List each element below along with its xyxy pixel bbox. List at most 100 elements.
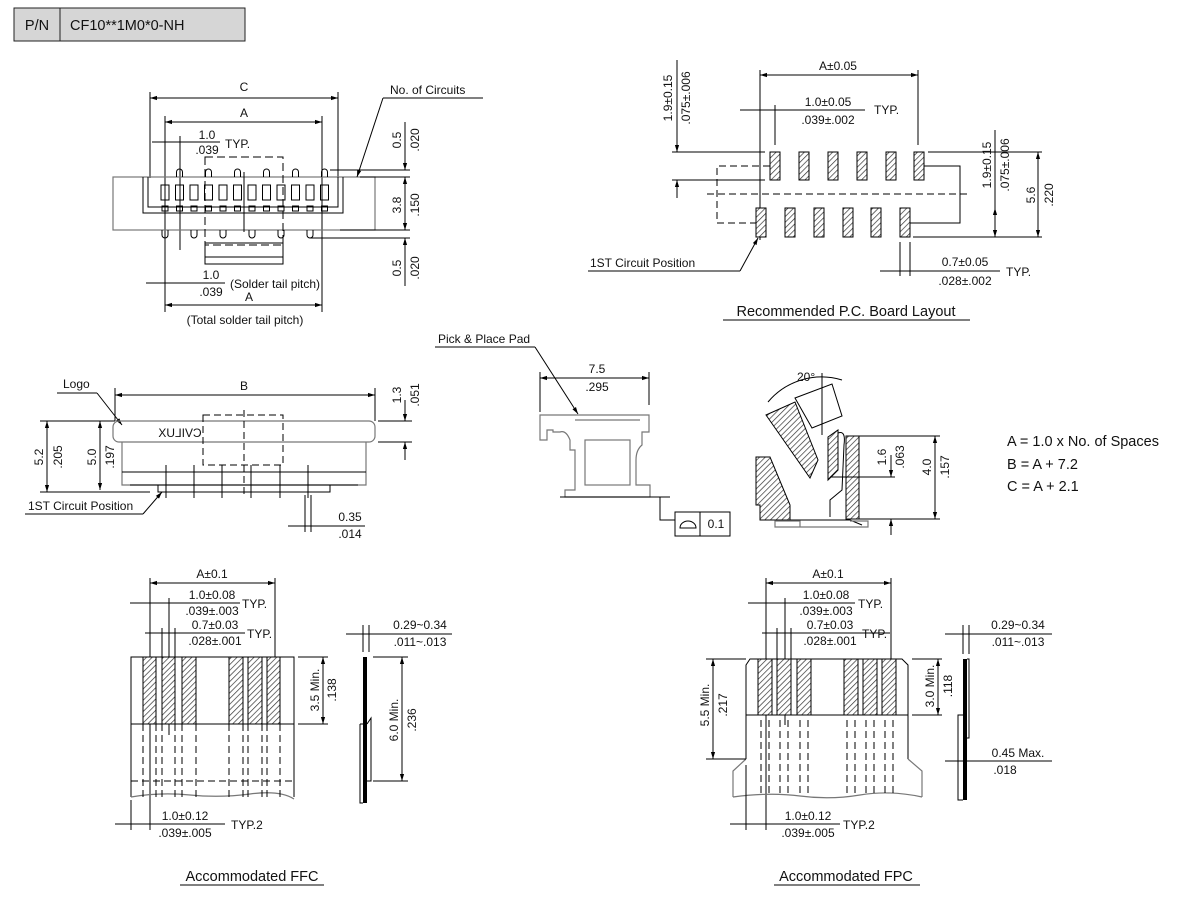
contact-pin <box>160 184 170 201</box>
fpc-max: 0.45 Max. <box>992 746 1045 760</box>
contact-pin <box>204 184 213 201</box>
dim-d3: 0.5 <box>390 259 404 276</box>
pcb-typ: TYP. <box>874 103 899 117</box>
formulas: A = 1.0 x No. of Spaces B = A + 7.2 C = … <box>1007 434 1159 495</box>
solder-tail <box>234 168 241 177</box>
ffc-dim-a: A±0.1 <box>196 567 228 581</box>
formula-c: C = A + 2.1 <box>1007 479 1079 495</box>
contact-tooth <box>161 205 169 212</box>
pn-label: P/N <box>25 18 49 34</box>
no-circuits-label: No. of Circuits <box>390 83 465 97</box>
dim-b: B <box>240 379 248 393</box>
dim-d2-inch: .150 <box>408 193 422 217</box>
solder-tail <box>190 230 198 239</box>
contact-tooth <box>234 205 241 212</box>
fpc-dim-a: A±0.1 <box>812 567 844 581</box>
pcb-first-circuit: 1ST Circuit Position <box>590 256 695 270</box>
dim-d1: 0.5 <box>390 131 404 148</box>
contact-pin <box>291 184 300 201</box>
pcb-pitch-inch: .039±.002 <box>801 113 855 127</box>
ffc-width: 0.7±0.03 <box>192 618 239 632</box>
solder-tail <box>161 230 169 239</box>
contact-tooth <box>176 205 183 212</box>
front-first-circuit: 1ST Circuit Position <box>28 499 133 513</box>
part-number-box: P/N CF10**1M0*0-NH <box>13 7 246 42</box>
pcb-right-h-inch: .075±.006 <box>998 138 1012 192</box>
pcb-total-h: 5.6 <box>1024 186 1038 203</box>
solder-tail <box>205 168 212 177</box>
pcb-left-h-inch: .075±.006 <box>679 71 693 125</box>
top-thickness: 1.3 <box>390 386 404 403</box>
pcb-pad-width-inch: .028±.002 <box>938 274 992 288</box>
fpc-width-inch: .028±.001 <box>803 634 857 648</box>
contact-pin <box>218 184 228 201</box>
fpc-typ3: TYP.2 <box>843 818 875 832</box>
ffc-len-inch: .138 <box>325 678 339 702</box>
fpc-thick-inch: .011~.013 <box>992 635 1045 649</box>
ffc-typ2: TYP. <box>247 627 272 641</box>
pin-width: 0.35 <box>338 510 362 524</box>
tail-pitch-inch: .039 <box>199 285 223 299</box>
pcb-layout: A±0.05 1.0±0.05 .039±.002 TYP. 1.9±0.15 … <box>588 59 1056 321</box>
contact-tooth <box>292 205 299 212</box>
pin-width-inch: .014 <box>338 527 362 541</box>
side-width-inch: .295 <box>585 380 609 394</box>
contact-pin <box>233 184 242 201</box>
section-h1-inch: .063 <box>893 445 907 469</box>
pitch-inch: .039 <box>195 143 219 157</box>
fpc-max-inch: .018 <box>993 763 1017 777</box>
formula-b: B = A + 7.2 <box>1007 457 1078 473</box>
formula-a: A = 1.0 x No. of Spaces <box>1007 434 1159 450</box>
fpc-len: 3.0 Min. <box>923 665 937 708</box>
ffc-typ3: TYP.2 <box>231 818 263 832</box>
contact-tooth <box>190 205 198 212</box>
height-h2: 5.0 <box>85 448 99 465</box>
tail-pitch-label: (Solder tail pitch) <box>230 277 320 291</box>
section-view: 20° 1.6 .063 4.0 .157 <box>755 370 952 535</box>
fpc-edge-inch: .039±.005 <box>781 826 835 840</box>
cvilux-logo: CVILUX <box>158 426 201 440</box>
tail-pitch: 1.0 <box>203 268 220 282</box>
pcb-dim-a: A±0.05 <box>819 59 857 73</box>
ffc-stiff-inch: .236 <box>405 708 419 732</box>
contact-pin <box>305 184 315 201</box>
fpc-pitch: 1.0±0.08 <box>803 588 850 602</box>
contact-pin <box>175 184 184 201</box>
solder-tail <box>263 168 270 177</box>
logo-label: Logo <box>63 377 90 391</box>
height-h2-inch: .197 <box>103 445 117 469</box>
height-h1-inch: .205 <box>51 445 65 469</box>
ffc-thick: 0.29~0.34 <box>393 618 447 632</box>
fpc-thick: 0.29~0.34 <box>991 618 1045 632</box>
fpc-pitch-inch: .039±.003 <box>799 604 853 618</box>
fpc-total: 5.5 Min. <box>698 684 712 727</box>
pcb-pad-width: 0.7±0.05 <box>942 255 989 269</box>
contact-tooth <box>248 205 256 212</box>
pcb-right-h: 1.9±0.15 <box>980 141 994 188</box>
solder-tail <box>248 230 256 239</box>
pcb-typ2: TYP. <box>1006 265 1031 279</box>
side-width: 7.5 <box>589 362 606 376</box>
top-view: C A 1.0 .039 TYP. 0.5 .020 3.8 .150 0.5 … <box>112 80 483 327</box>
ffc-edge-inch: .039±.005 <box>158 826 212 840</box>
front-view: Logo B CVILUX 5.2 .205 5.0 .197 1.3 .051… <box>25 377 422 541</box>
contact-pin <box>189 184 199 201</box>
pn-value: CF10**1M0*0-NH <box>70 18 184 34</box>
fpc-title: Accommodated FPC <box>779 869 913 885</box>
total-tail-label: (Total solder tail pitch) <box>187 313 304 327</box>
dim-c: C <box>240 80 249 94</box>
ffc-typ1: TYP. <box>242 597 267 611</box>
contact-tooth <box>263 205 270 212</box>
dim-a: A <box>240 106 248 120</box>
fpc-len-inch: .118 <box>941 674 955 697</box>
solder-tail <box>277 230 285 239</box>
pcb-pitch: 1.0±0.05 <box>805 95 852 109</box>
ffc-view: A±0.1 1.0±0.08 .039±.003 TYP. 0.7±0.03 .… <box>115 567 452 886</box>
ffc-edge: 1.0±0.12 <box>162 809 209 823</box>
contact-tooth <box>306 205 314 212</box>
contact-tooth <box>277 205 285 212</box>
fpc-view: A±0.1 1.0±0.08 .039±.003 TYP. 0.7±0.03 .… <box>698 567 1052 886</box>
dim-a-bottom: A <box>245 290 253 304</box>
section-h2-inch: .157 <box>938 455 952 479</box>
pick-place-label: Pick & Place Pad <box>438 332 530 346</box>
